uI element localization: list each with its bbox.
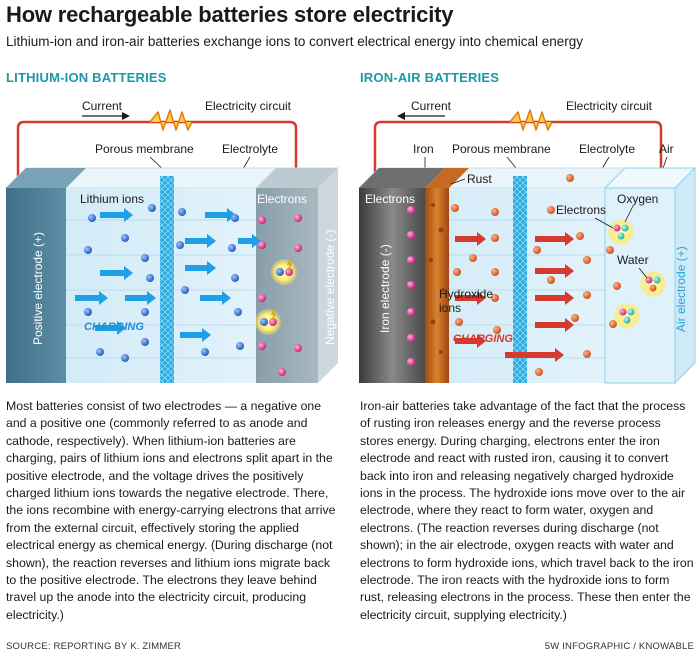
current-label: Current	[82, 99, 123, 113]
positive-electrode-label: Positive electrode (+)	[31, 232, 45, 345]
electrolyte-label: Electrolyte	[222, 142, 278, 156]
lithium-ion-particles	[84, 204, 244, 362]
iron-electrode	[359, 188, 425, 383]
lightning-icon	[149, 109, 193, 131]
page-title: How rechargeable batteries store electri…	[6, 2, 454, 27]
air-label: Air	[659, 142, 674, 156]
lithium-description: Most batteries consist of two electrodes…	[6, 399, 336, 622]
negative-electrode-label: Negative electrode (-)	[323, 230, 337, 345]
circuit-label-fe: Electricity circuit	[566, 99, 653, 113]
membrane-label-fe: Porous membrane	[452, 142, 551, 156]
hydroxide-label-1: Hydroxide	[439, 287, 493, 301]
oxygen-label: Oxygen	[617, 192, 658, 206]
electrolyte-label-fe: Electrolyte	[579, 142, 635, 156]
recombination-glow	[255, 257, 297, 335]
graphic-credit: 5W INFOGRAPHIC / KNOWABLE	[544, 641, 694, 652]
current-label-fe: Current	[411, 99, 452, 113]
page-subtitle: Lithium-ion and iron-air batteries excha…	[6, 34, 584, 49]
negative-electrode	[256, 188, 318, 383]
circuit-label: Electricity circuit	[205, 99, 292, 113]
hydroxide-ion-particles	[451, 174, 621, 376]
lightning-icon-fe	[509, 109, 553, 131]
electron-particles	[258, 214, 302, 376]
hydroxide-label-2: ions	[439, 301, 461, 315]
membrane-label: Porous membrane	[95, 142, 194, 156]
iron-electron-particles	[407, 206, 415, 366]
positive-electrode	[6, 188, 66, 383]
hydroxide-flow-arrows	[455, 232, 574, 362]
charging-label-fe: CHARGING	[453, 333, 513, 345]
water-label: Water	[617, 253, 649, 267]
electrons-label: Electrons	[257, 192, 307, 206]
lithium-ions-label: Lithium ions	[80, 192, 144, 206]
porous-membrane	[160, 176, 174, 383]
air-electrode-label: Air electrode (+)	[674, 246, 688, 332]
source-credit: SOURCE: REPORTING BY K. ZIMMER	[6, 641, 182, 652]
ion-flow-arrows	[75, 208, 261, 342]
lithium-heading: LITHIUM-ION BATTERIES	[6, 70, 167, 85]
iron-electrode-label: Iron electrode (-)	[378, 244, 392, 333]
electrons-left-label: Electrons	[365, 192, 415, 206]
ironair-diagram: Current Electricity circuit Iron Porous …	[357, 99, 697, 385]
rust-layer	[425, 188, 449, 383]
rust-label: Rust	[467, 172, 492, 186]
porous-membrane-fe	[513, 176, 527, 383]
ironair-description: Iron-air batteries take advantage of the…	[360, 399, 694, 622]
iron-label: Iron	[413, 142, 434, 156]
electrons-right-label: Electrons	[556, 203, 606, 217]
lithium-diagram: Current Electricity circuit Porous membr…	[4, 99, 340, 383]
ironair-heading: IRON-AIR BATTERIES	[360, 70, 500, 85]
charging-label: CHARGING	[84, 321, 144, 333]
